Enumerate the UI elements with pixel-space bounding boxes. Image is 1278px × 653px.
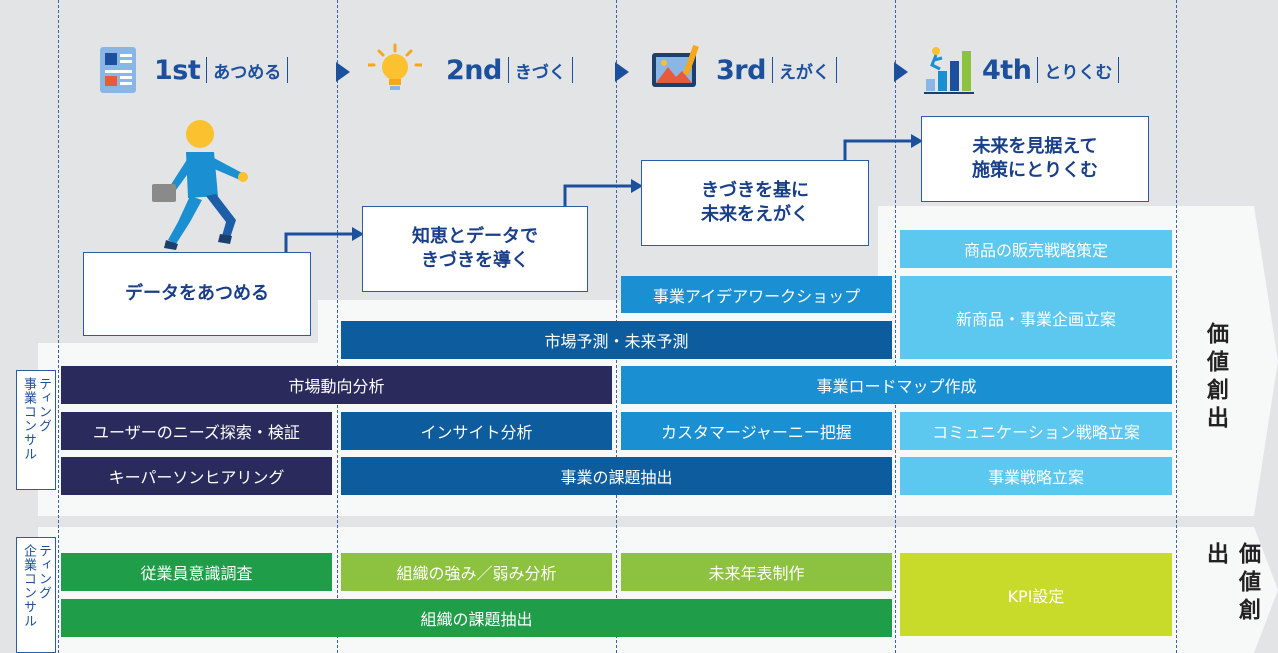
stage-1-number: 1st	[154, 54, 201, 86]
stage-4-separator-end	[1118, 57, 1120, 83]
stage-2-number: 2nd	[446, 54, 502, 86]
stage-arrow-1	[336, 62, 350, 82]
bar-trend: 市場動向分析	[61, 366, 612, 404]
step-connector-3	[843, 134, 923, 161]
stage-1: 1st あつめる	[92, 38, 294, 102]
stage-arrow-3	[894, 62, 908, 82]
bar-workshop: 事業アイデアワークショップ	[621, 276, 892, 313]
stage-2: 2nd きづく	[368, 38, 579, 102]
stage-3: 3rd えがく	[648, 38, 843, 102]
bar-survey: 従業員意識調査	[61, 553, 332, 591]
report-icon	[100, 47, 136, 93]
stage-3-number: 3rd	[716, 54, 766, 86]
guide-line-1	[337, 0, 338, 653]
tablet-drawing-icon	[652, 44, 699, 87]
bar-issue: 事業の課題抽出	[341, 457, 892, 495]
step-box-draw-line1: きづきを基に	[701, 179, 809, 201]
step-box-notice-line2: きづきを導く	[421, 250, 529, 271]
step-box-draw-line2: 未来をえがく	[701, 204, 809, 225]
guide-line-0	[58, 0, 59, 653]
step-connector-2	[563, 179, 643, 206]
step-box-act-line2: 施策にとりくむ	[972, 160, 1098, 181]
bar-insight: インサイト分析	[341, 412, 612, 450]
bar-swot: 組織の強み／弱み分析	[341, 553, 612, 591]
corporate-label-col1: 企業コンサル	[21, 544, 36, 628]
step-box-collect-text: データをあつめる	[125, 282, 269, 304]
step-box-draw: きづきを基に 未来をえがく	[641, 160, 869, 246]
corporate-value-label: 価値創出	[1203, 542, 1260, 626]
bar-journey: カスタマージャーニー把握	[621, 412, 892, 450]
corporate-arrow-tip	[1236, 527, 1278, 653]
corporate-label-col2: ティング	[36, 544, 51, 600]
step-box-act-line1: 未来を見据えて	[972, 135, 1098, 157]
stage-2-separator-end	[571, 57, 573, 83]
corporate-consulting-label: 企業コンサル ティング	[16, 537, 56, 653]
step-box-collect: データをあつめる	[83, 252, 311, 336]
bar-forecast: 市場予測・未来予測	[341, 321, 892, 359]
step-box-notice-line1: 知恵とデータで	[412, 225, 538, 247]
business-arrow-tip	[1236, 206, 1278, 516]
bar-kpi: KPI設定	[900, 553, 1172, 636]
stage-4: 4th とりくむ	[922, 38, 1125, 102]
bar-needs: ユーザーのニーズ探索・検証	[61, 412, 332, 450]
lightbulb-icon	[368, 43, 422, 90]
stage-4-number: 4th	[982, 54, 1032, 86]
stage-3-separator	[771, 57, 773, 83]
guide-line-4	[1176, 0, 1177, 653]
stage-4-name: とりくむ	[1044, 62, 1113, 83]
stage-arrow-2	[615, 62, 629, 82]
bar-sales-strategy: 商品の販売戦略策定	[900, 230, 1172, 268]
bar-new-product: 新商品・事業企画立案	[900, 276, 1172, 359]
stage-1-name: あつめる	[213, 62, 282, 83]
bar-org-issue: 組織の課題抽出	[61, 599, 892, 637]
step-box-act: 未来を見据えて 施策にとりくむ	[921, 116, 1149, 202]
stage-2-separator	[507, 57, 509, 83]
business-person-icon	[152, 120, 248, 250]
business-label-col2: ティング	[36, 377, 51, 433]
business-consulting-label: 事業コンサル ティング	[16, 370, 56, 490]
step-box-notice: 知恵とデータで きづきを導く	[362, 206, 588, 292]
bar-chart-runner-icon	[924, 47, 974, 94]
bar-communication: コミュニケーション戦略立案	[900, 412, 1172, 450]
stage-2-name: きづく	[514, 62, 566, 83]
guide-line-3	[895, 0, 896, 653]
bar-timeline: 未来年表制作	[621, 553, 892, 591]
bar-hearing: キーパーソンヒアリング	[61, 457, 332, 495]
stage-1-separator-end	[287, 57, 289, 83]
stage-3-separator-end	[835, 57, 837, 83]
business-label-col1: 事業コンサル	[21, 377, 36, 461]
stage-3-name: えがく	[778, 62, 830, 83]
stage-4-separator	[1037, 57, 1039, 83]
bar-biz-strategy: 事業戦略立案	[900, 457, 1172, 495]
step-connector-1	[284, 227, 364, 254]
bar-roadmap: 事業ロードマップ作成	[621, 366, 1172, 404]
stage-1-separator	[206, 57, 208, 83]
business-value-label: 価値創出	[1203, 322, 1228, 434]
